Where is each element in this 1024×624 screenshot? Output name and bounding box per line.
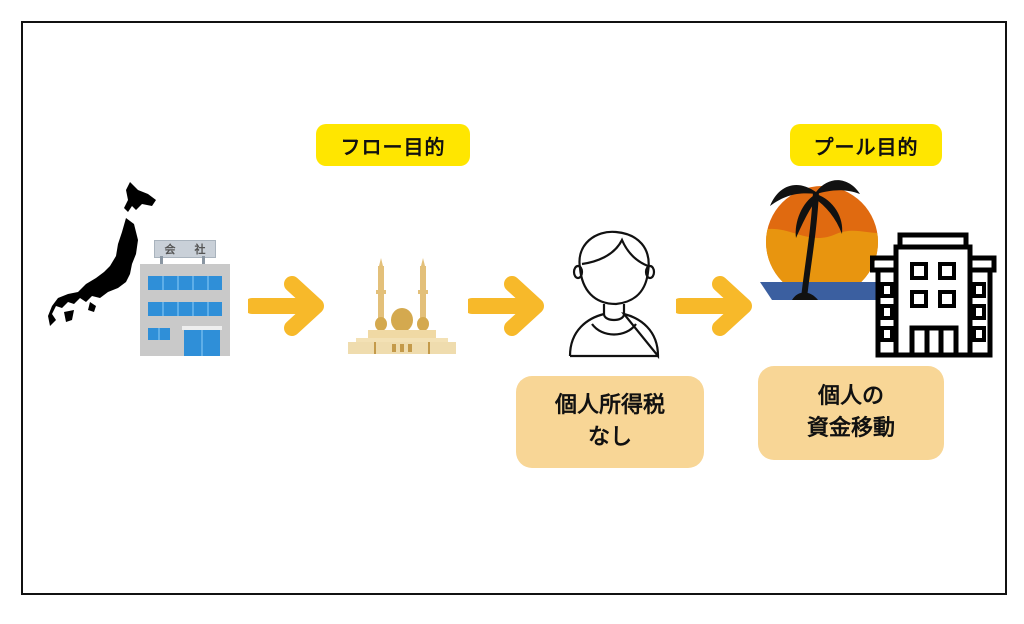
person-icon [568,230,660,360]
personal-funds-line2: 資金移動 [806,416,895,441]
company-building-icon [140,256,230,356]
japan-map-icon [48,182,156,326]
arrow-right-icon [248,276,324,336]
company-sign-char: 会 [164,243,176,256]
company-sign-char: 社 [194,243,206,256]
resort-island-icon [760,180,886,300]
pool-purpose-label: プール目的 [790,124,942,166]
personal-funds-label: 個人の 資金移動 [758,366,944,460]
no-income-tax-line1: 個人所得税 [554,393,665,419]
apartment-building-icon [870,232,997,358]
company-sign: 会 社 [154,240,216,258]
arrow-right-icon [468,276,544,336]
no-income-tax-label: 個人所得税 なし [516,376,704,468]
no-income-tax-line2: なし [587,425,632,450]
mosque-icon [348,258,456,354]
personal-funds-line1: 個人の [817,384,884,410]
arrow-right-icon [676,276,752,336]
flow-purpose-label: フロー目的 [316,124,470,166]
